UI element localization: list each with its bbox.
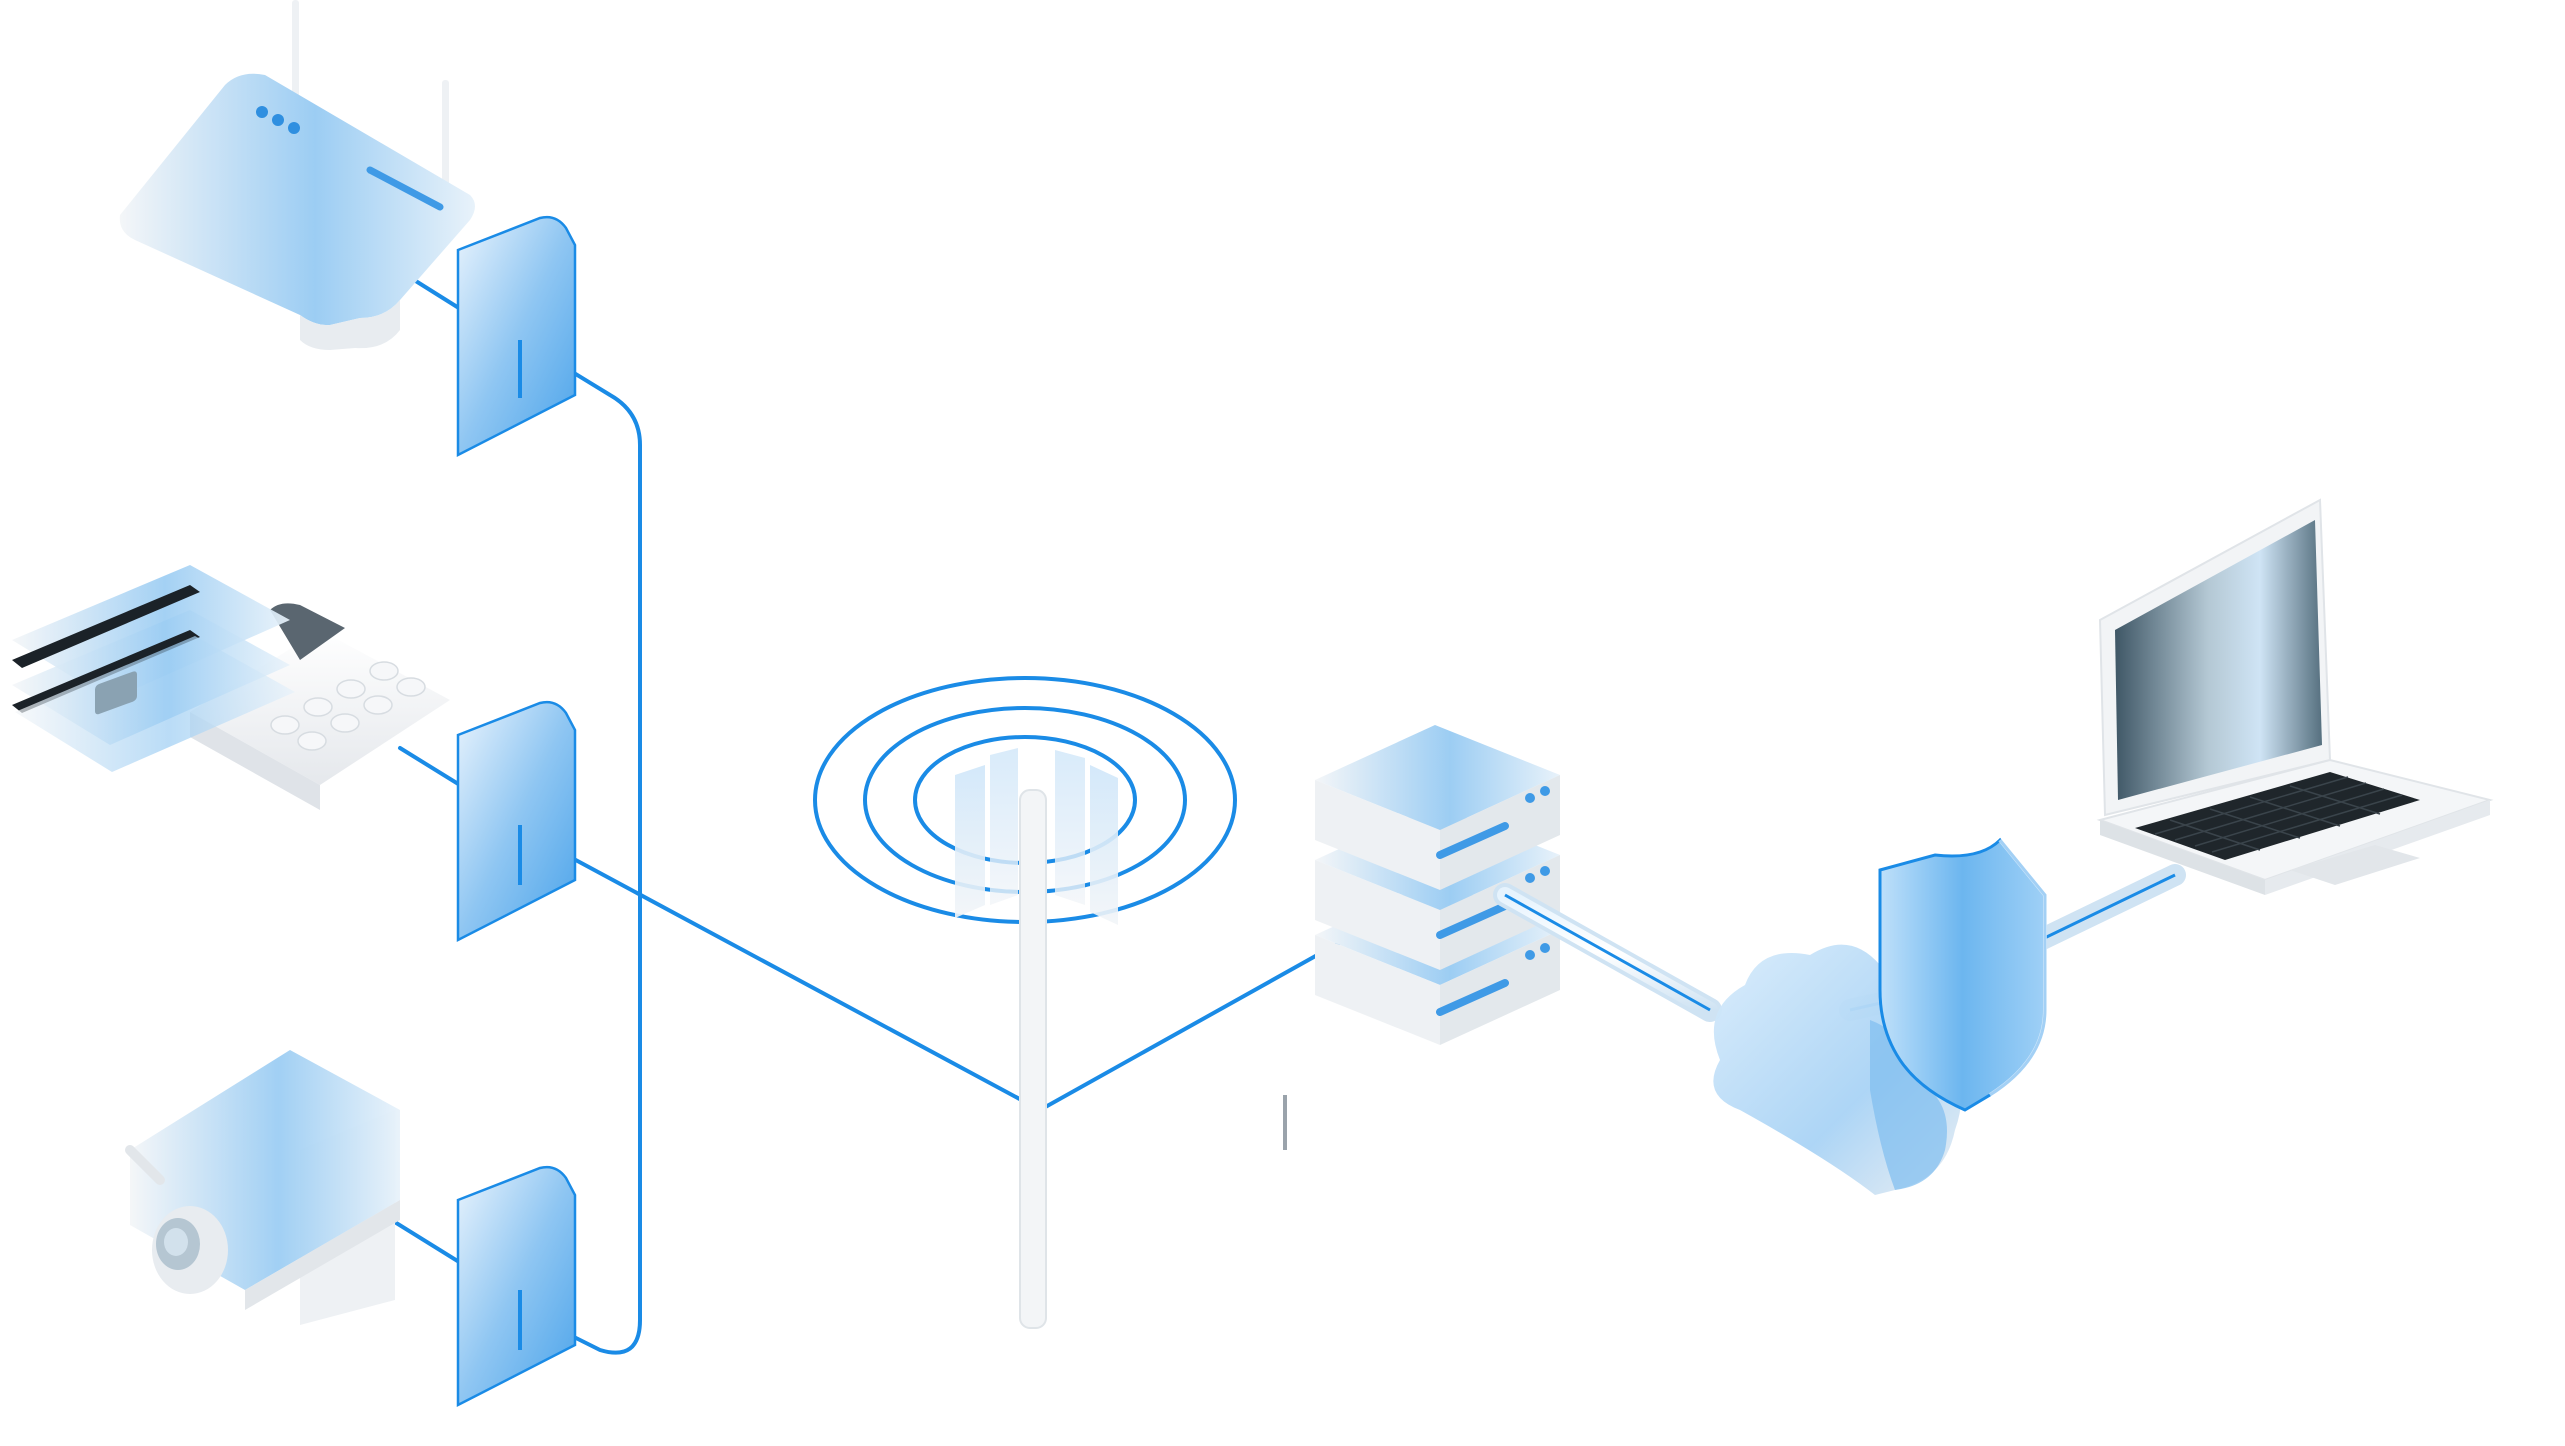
- server-stack-icon: [1283, 725, 1560, 1150]
- link-module-tower: [518, 828, 1042, 1112]
- cellular-module-icon: [456, 215, 577, 458]
- security-camera-icon: [125, 1050, 400, 1325]
- laptop-icon: [2096, 498, 2494, 895]
- tunnel-firewall-laptop: [2019, 864, 2186, 956]
- cellular-module-icon: [456, 700, 577, 943]
- tunnel-server-cloud: [1493, 883, 1722, 1022]
- cellular-module-icon: [456, 1165, 577, 1408]
- wifi-router-icon: [119, 0, 475, 350]
- payment-terminal-icon: [12, 565, 450, 810]
- link-terminal-module: [398, 746, 470, 792]
- cell-tower-icon: [813, 676, 1237, 1329]
- shield-icon: [1878, 837, 2047, 1112]
- bus-line: [518, 338, 642, 1355]
